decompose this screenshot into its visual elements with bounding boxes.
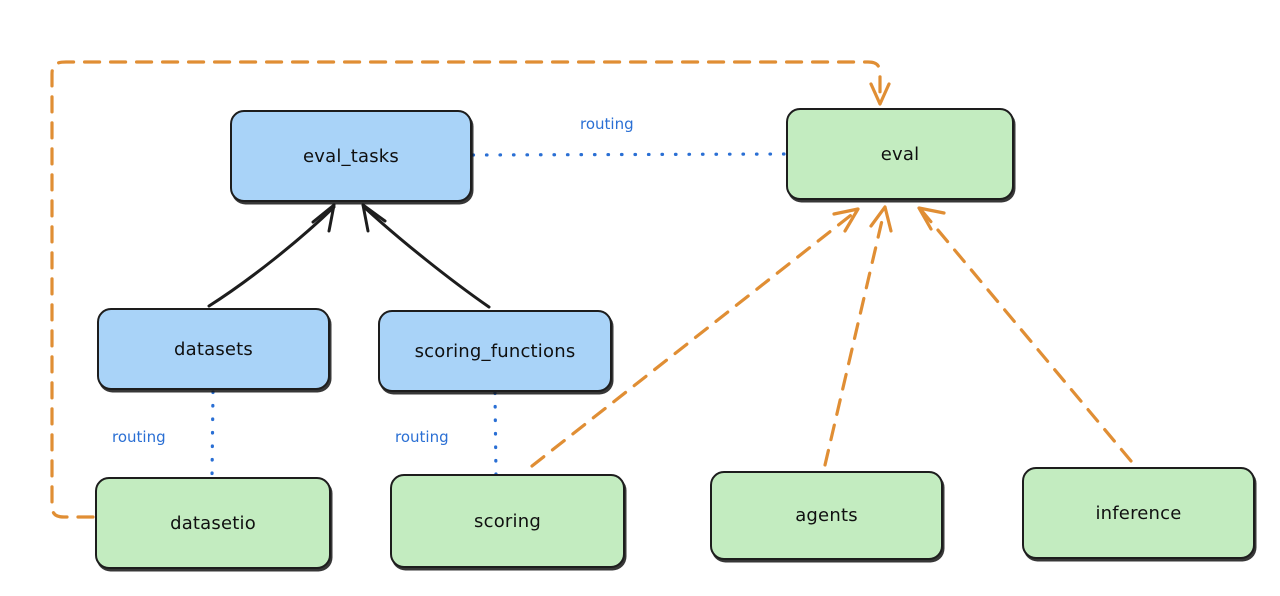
edge-label-routing-eval-tasks-eval: routing bbox=[580, 115, 634, 133]
node-scoring-functions[interactable]: scoring_functions bbox=[378, 310, 612, 392]
edge-datasets-to-eval_tasks bbox=[207, 203, 336, 308]
node-label: scoring_functions bbox=[414, 340, 576, 362]
edge-datasetio-to-eval bbox=[50, 60, 891, 519]
edge-datasets-to-datasetio bbox=[210, 390, 215, 479]
node-inference[interactable]: inference bbox=[1022, 467, 1255, 559]
node-scoring[interactable]: scoring bbox=[390, 474, 625, 568]
edge-inference-to-eval bbox=[917, 206, 1133, 463]
edge-scoring_functions-to-eval_tasks bbox=[361, 203, 491, 309]
node-agents[interactable]: agents bbox=[710, 471, 943, 560]
node-label: datasets bbox=[173, 338, 254, 360]
node-label: datasetio bbox=[170, 512, 256, 534]
node-label: agents bbox=[795, 505, 858, 526]
edge-eval_tasks-to-eval bbox=[471, 152, 787, 157]
node-datasets[interactable]: datasets bbox=[97, 308, 330, 390]
edge-scoring_functions-to-scoring bbox=[493, 391, 498, 478]
node-eval-tasks[interactable]: eval_tasks bbox=[230, 110, 472, 202]
node-label: inference bbox=[1095, 502, 1182, 524]
edge-scoring-to-eval bbox=[530, 207, 860, 468]
edge-agents-to-eval bbox=[823, 205, 893, 467]
node-datasetio[interactable]: datasetio bbox=[95, 477, 331, 569]
node-label: eval_tasks bbox=[302, 145, 400, 167]
node-label: scoring bbox=[474, 510, 541, 532]
node-eval[interactable]: eval bbox=[786, 108, 1014, 200]
edge-label-routing-datasets-datasetio: routing bbox=[112, 428, 166, 446]
edge-label-routing-scoring-functions-scoring: routing bbox=[395, 428, 449, 446]
node-label: eval bbox=[880, 143, 920, 165]
